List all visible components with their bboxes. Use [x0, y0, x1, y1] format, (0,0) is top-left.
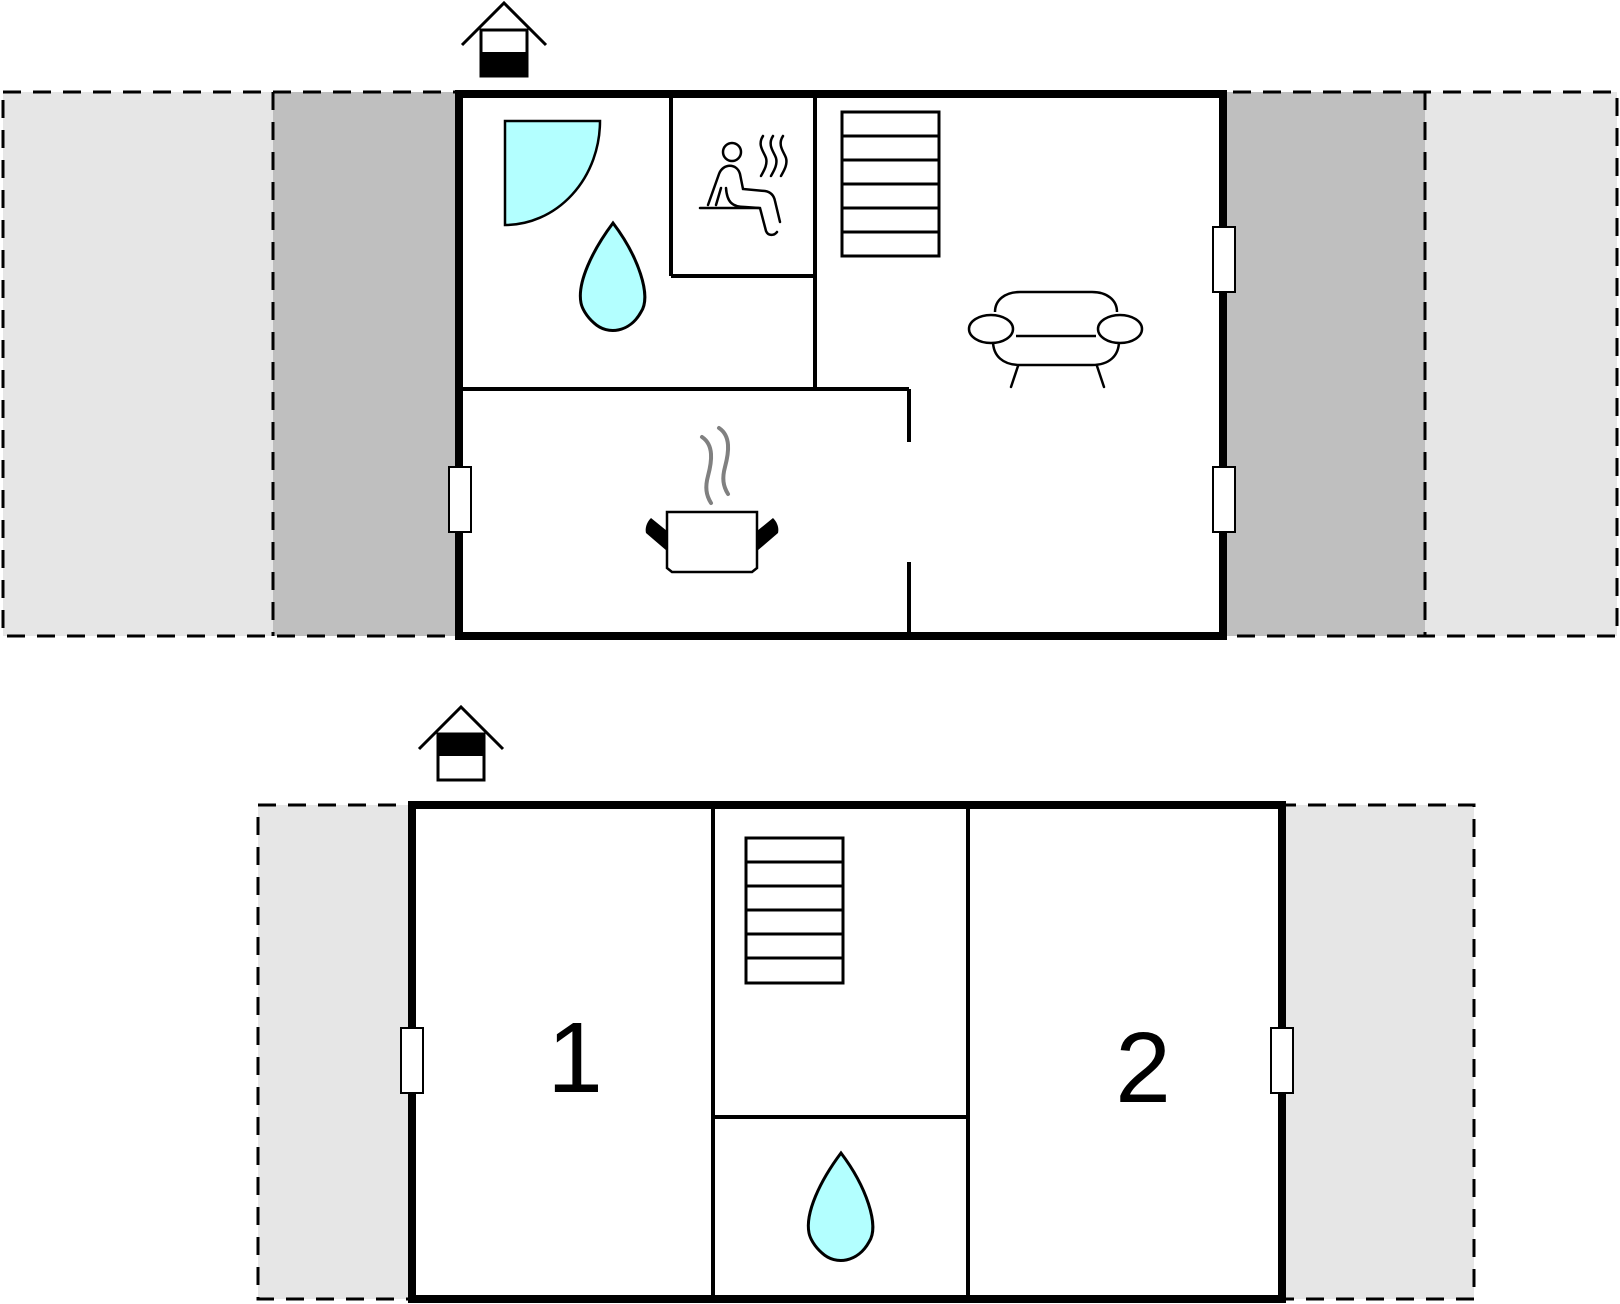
window-ground-right-bottom: [1212, 466, 1236, 533]
stairs-icon: [744, 836, 845, 985]
ground-floor-inner-walls: [459, 94, 911, 636]
bathroom-icon: [806, 1150, 875, 1262]
upper-terrace-left: [258, 805, 412, 1299]
sauna-icon: [698, 134, 788, 237]
upper-terrace-right: [1282, 805, 1474, 1299]
terrace-right-outer: [1425, 92, 1617, 636]
window-ground-right-top: [1212, 226, 1236, 293]
entrance-level-icon: [460, 0, 548, 78]
entrance-level-icon: [417, 704, 505, 782]
window-upper-left: [400, 1027, 424, 1094]
upper-floor: 1 2: [256, 704, 1476, 1303]
upper-floor-inner-walls: [711, 805, 970, 1299]
stairs-icon: [840, 110, 941, 258]
terrace-dashed-outline: [1, 90, 1619, 638]
sofa-icon: [967, 290, 1144, 389]
terrace-left-outer: [3, 92, 273, 636]
shower-icon: [503, 119, 602, 227]
kitchen-pot-icon: [645, 426, 779, 574]
ground-floor: [1, 0, 1619, 640]
window-upper-right: [1270, 1027, 1294, 1094]
terrace-left-inner: [273, 92, 458, 636]
terrace-right-inner: [1225, 92, 1425, 636]
bathroom-icon: [578, 220, 647, 332]
bedroom-2-number: 2: [1115, 1012, 1171, 1124]
bedroom-1-number: 1: [547, 1002, 603, 1114]
window-ground-left: [448, 466, 472, 533]
